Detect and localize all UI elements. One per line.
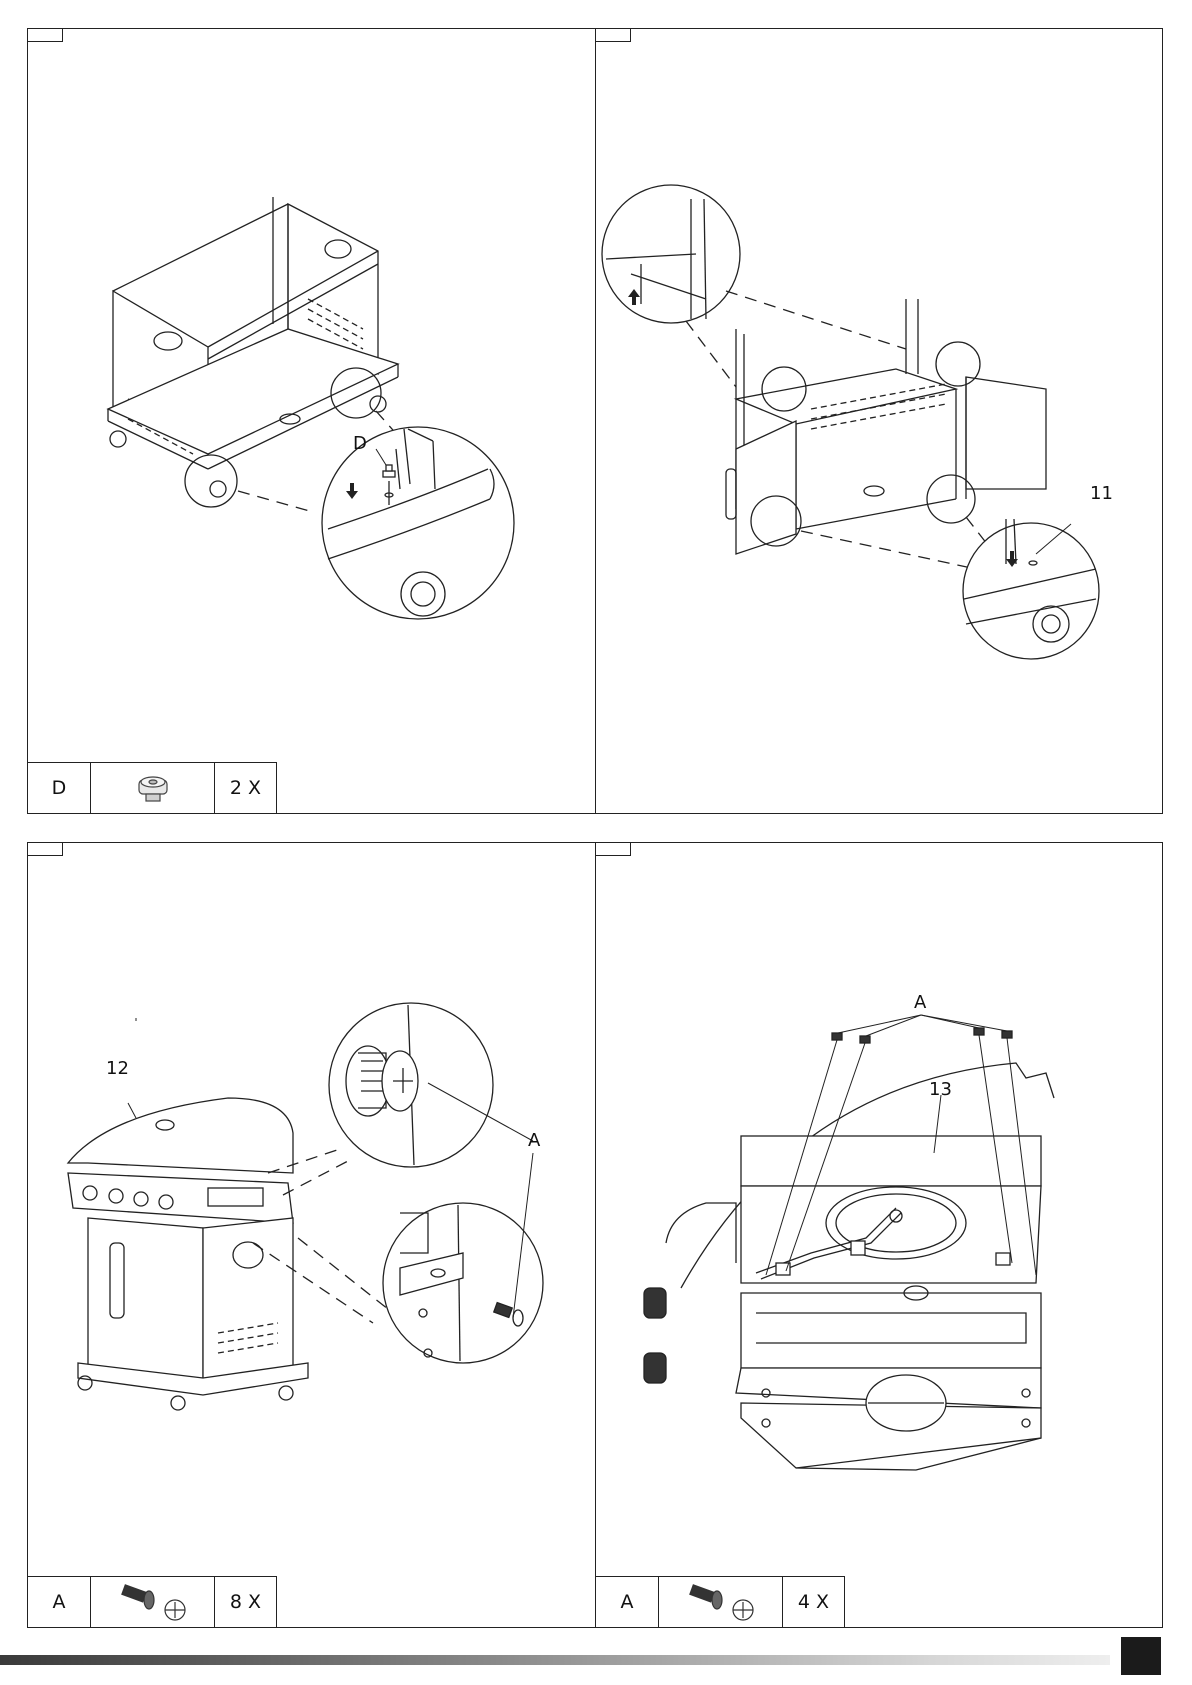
step-panel-1: D D 2 X	[27, 28, 597, 814]
screw-icon	[113, 1580, 193, 1624]
cart-doors-assembly-illustration: 11	[596, 29, 1164, 815]
step-panel-3: 12 A A 8 X	[27, 842, 597, 1628]
part-image	[91, 763, 215, 813]
part-letter: D	[28, 763, 91, 813]
part-quantity: 2 X	[215, 763, 276, 813]
footer-gradient-bar	[0, 1655, 1110, 1665]
part-image	[91, 1577, 215, 1627]
callout-label: 13	[929, 1079, 952, 1100]
callout-label: A	[528, 1130, 541, 1151]
cap-nut-icon	[131, 772, 175, 804]
part-letter: A	[28, 1577, 91, 1627]
parts-table: A 4 X	[595, 1576, 845, 1628]
step-panel-4: A 13 A 4 X	[595, 842, 1163, 1628]
parts-table: A 8 X	[27, 1576, 277, 1628]
grill-head-mount-illustration: 12 A	[28, 843, 598, 1629]
screw-icon	[681, 1580, 761, 1624]
part-image	[659, 1577, 783, 1627]
part-quantity: 8 X	[215, 1577, 276, 1627]
callout-label: D	[353, 433, 367, 454]
cart-frame-caster-illustration: D	[28, 29, 598, 815]
step-panel-2: 11	[595, 28, 1163, 814]
callout-label: A	[914, 992, 927, 1013]
callout-label: 11	[1090, 483, 1113, 504]
callout-label: 12	[106, 1058, 129, 1079]
part-letter: A	[596, 1577, 659, 1627]
side-burner-mount-illustration: A 13	[596, 843, 1164, 1629]
part-quantity: 4 X	[783, 1577, 844, 1627]
page-number-box	[1121, 1637, 1161, 1675]
parts-table: D 2 X	[27, 762, 277, 814]
